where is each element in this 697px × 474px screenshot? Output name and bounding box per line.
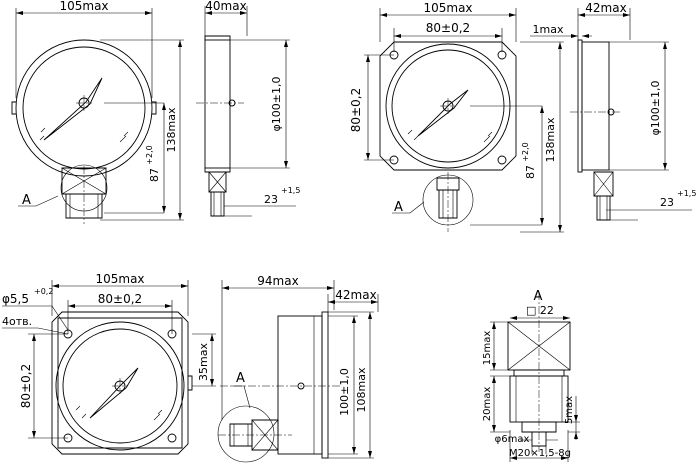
v3-width-label: 105max: [95, 272, 144, 286]
v2-depth-label: 42max: [585, 1, 626, 15]
v1-width-label: 105max: [59, 0, 108, 13]
v2-flange-label: 80±0,2: [426, 21, 470, 35]
v2-diameter-label: φ100±1,0: [649, 81, 662, 136]
view1-front: [11, 39, 157, 224]
v1-detail-ref: A: [22, 193, 31, 208]
detail-thread-label: M20×1,5-8g: [509, 448, 571, 459]
detail-a: A □ 22: [507, 289, 571, 452]
view3-front-dimensions: 105max 80±0,2 φ5,5 +0,2 4отв. 80±0,2 35m…: [2, 272, 216, 439]
v1-depth-label: 40max: [205, 0, 246, 13]
view1-side: [196, 35, 244, 217]
view3-side-dimensions: 94max 42max 100±1,0 108max A: [221, 274, 379, 459]
view2-side-dimensions: 42max 1max φ100±1,0 23 +1,5: [530, 1, 696, 221]
v1-center-tol: +2,0: [145, 145, 154, 164]
v1-diameter-label: φ100±1,0: [270, 77, 283, 132]
v3-vert-flange-label: 80±0,2: [19, 364, 33, 408]
v1-thread-label: 23: [264, 193, 278, 206]
v3-total-depth-label: 94max: [257, 274, 298, 288]
v2-vert-flange-label: 80±0,2: [349, 88, 363, 132]
view2-front-dimensions: 105max 80±0,2 80±0,2 87 +2,0 138max A: [349, 1, 564, 233]
v3-offset-label: 35max: [197, 343, 210, 381]
detail-h3-label: 5max: [564, 396, 575, 424]
view2-side: [570, 39, 622, 221]
v2-thread-label: 23: [660, 196, 674, 209]
v3-hole-label: φ5,5: [2, 292, 29, 306]
v2-gap-label: 1max: [533, 23, 564, 36]
v3-flange-label: 80±0,2: [98, 292, 142, 306]
view1-dimensions: 105max 138max 87 +2,0 A: [15, 0, 184, 221]
view3-side: [217, 311, 340, 463]
detail-square-label: □ 22: [526, 304, 554, 317]
v3-hole-tol: +0,2: [34, 287, 53, 296]
detail-a-dimensions: 15max 20max 5max φ6max M20×1,5-8g: [482, 321, 580, 462]
v2-height-label: 138max: [544, 117, 557, 162]
v3-height-side-label: 108max: [355, 367, 368, 412]
v2-center-tol: +2,0: [521, 142, 530, 161]
v1-center-label: 87: [148, 168, 161, 182]
v2-thread-tol: +1,5: [677, 189, 696, 198]
v2-center-label: 87: [524, 165, 537, 179]
detail-h2-label: 20max: [482, 387, 493, 422]
view1-side-dimensions: 40max φ100±1,0 23 +1,5: [204, 0, 300, 217]
detail-h1-label: 15max: [482, 331, 493, 366]
detail-pin-label: φ6max: [495, 434, 530, 445]
v3-diameter-side-label: 100±1,0: [338, 368, 351, 416]
v3-case-depth-label: 42max: [335, 288, 376, 302]
v3-detail-ref: A: [236, 371, 245, 386]
v3-holes-count: 4отв.: [2, 315, 32, 328]
v2-width-label: 105max: [423, 1, 472, 15]
v1-thread-tol: +1,5: [281, 186, 300, 195]
detail-title: A: [534, 289, 543, 304]
v1-height-label: 138max: [165, 107, 178, 152]
view3-front: [51, 311, 193, 455]
v2-detail-ref: A: [394, 200, 403, 215]
